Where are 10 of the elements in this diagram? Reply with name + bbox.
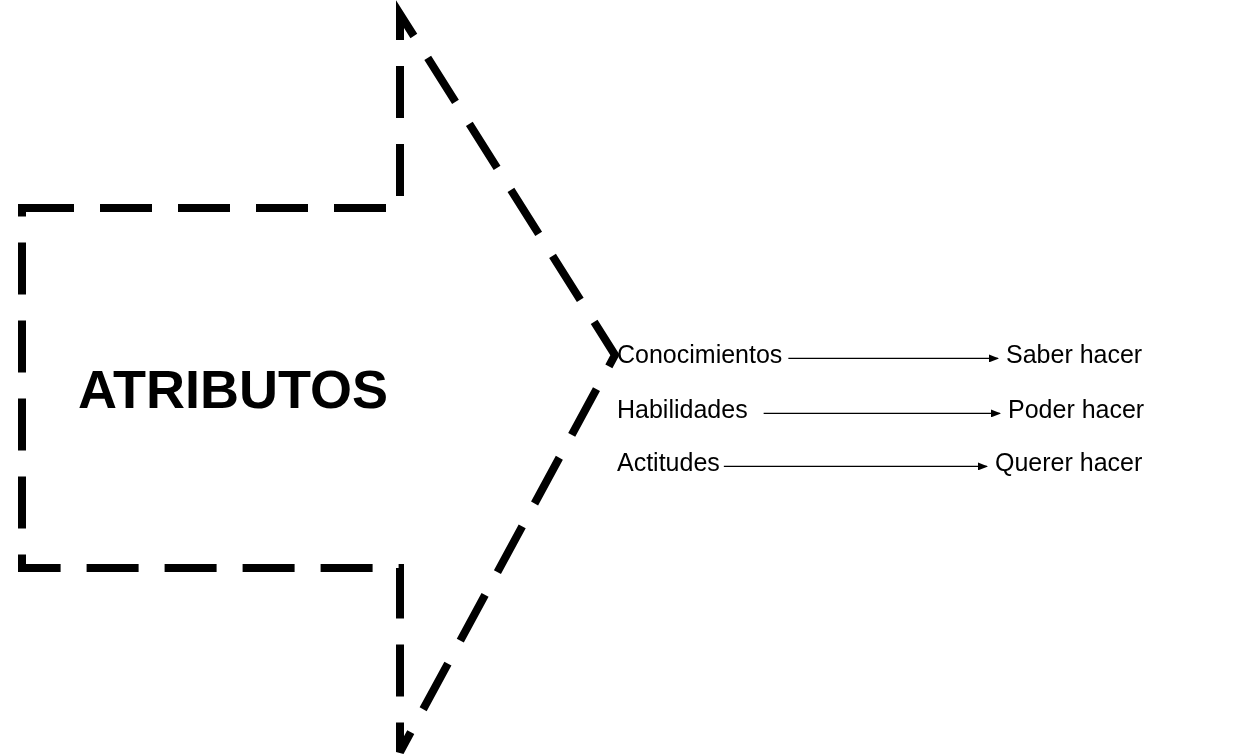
item-label: Querer hacer [995,447,1143,479]
item-label: Actitudes [617,447,720,479]
item-label: Poder hacer [1008,394,1145,426]
item-label: Saber hacer [1006,339,1143,371]
arrow [787,354,999,363]
node-title: ATRIBUTOS [78,362,388,416]
item-label: Habilidades [617,394,748,426]
item-label: Conocimientos [617,339,783,371]
arrow [723,462,988,471]
arrow [763,409,1001,418]
